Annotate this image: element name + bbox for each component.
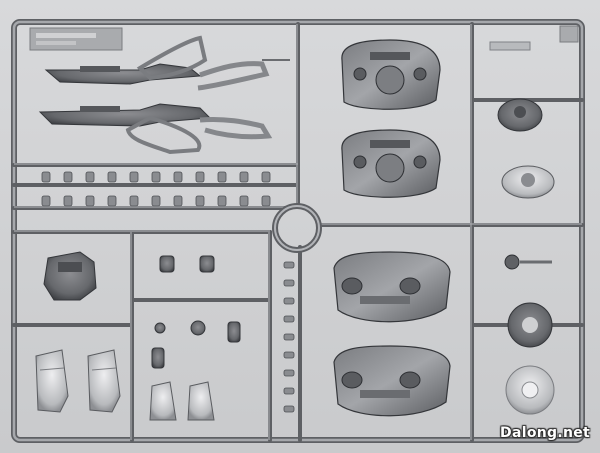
sprue-stud [283, 297, 295, 305]
sprue-stud [217, 195, 227, 207]
cockpit-part-1 [497, 98, 543, 132]
stud-column [283, 261, 295, 413]
foot-part-2 [187, 381, 215, 421]
sprue-stud [283, 315, 295, 323]
sprue-stud [107, 195, 117, 207]
sprue-stud [173, 171, 183, 183]
small-stud-row [41, 171, 271, 207]
sprue-stud [239, 171, 249, 183]
sprue-stud [41, 171, 51, 183]
sprue-stud [195, 171, 205, 183]
sprue-stud [261, 171, 271, 183]
watermark-text: Dalong.net [500, 425, 590, 441]
sprue-stud [261, 195, 271, 207]
sprue-stud [239, 195, 249, 207]
armor-plate-lower-1 [333, 251, 451, 323]
sprue-stud [63, 195, 73, 207]
cockpit-part-2 [501, 165, 555, 199]
leg-part-2 [87, 349, 121, 413]
sprue-stud [283, 261, 295, 269]
clear-disc-part [505, 365, 555, 415]
rifle-part-1 [44, 35, 290, 91]
sprue-stud [151, 195, 161, 207]
inner-runners [12, 22, 584, 442]
sprue-stud [129, 171, 139, 183]
joint-parts [151, 255, 241, 369]
tag-top-right [489, 25, 579, 51]
foot-part-1 [149, 381, 177, 421]
sprue-stud [173, 195, 183, 207]
armor-plate-upper-1 [341, 39, 441, 110]
sprue-ring [272, 203, 322, 253]
sprue-stud [283, 279, 295, 287]
sprue-stud [283, 369, 295, 377]
sprue-stud [283, 387, 295, 395]
sprue-stud [63, 171, 73, 183]
sprue-stud [283, 405, 295, 413]
name-tag [29, 27, 123, 51]
sprue-stud [85, 195, 95, 207]
armor-plate-lower-2 [333, 345, 451, 417]
sprue-stud [151, 171, 161, 183]
hand-part [43, 251, 97, 301]
rifle-part-2 [38, 103, 273, 155]
armor-plate-upper-2 [341, 129, 441, 198]
small-ring-part [504, 254, 552, 270]
round-disc-part [507, 302, 553, 348]
sprue-stud [217, 171, 227, 183]
sprue-stud [85, 171, 95, 183]
sprue-stud [41, 195, 51, 207]
sprue-stud [129, 195, 139, 207]
runner-highlights [14, 24, 582, 440]
sprue-stud [107, 171, 117, 183]
sprue-stud [195, 195, 205, 207]
sprue-stud [283, 333, 295, 341]
leg-part-1 [35, 349, 69, 413]
sprue-stud [283, 351, 295, 359]
